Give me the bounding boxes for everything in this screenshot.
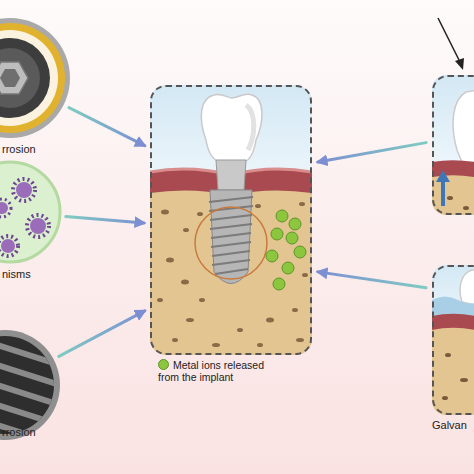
microorganism-circle: nisms	[0, 162, 60, 262]
corrosion-circle: rrosion	[0, 18, 70, 138]
legend-text: Metal ions released from the implant	[158, 359, 264, 383]
galvanic-scene	[432, 265, 474, 415]
panel-label: Galvan	[432, 419, 467, 432]
panel-label: rrosion	[2, 426, 36, 439]
screw-head-image	[0, 18, 70, 138]
flow-arrow	[318, 143, 426, 162]
force-arrow-head	[455, 58, 464, 70]
legend-row: Metal ions released from the implant	[158, 359, 284, 383]
corrosion-circle: rrosion	[0, 330, 60, 440]
flow-arrow	[59, 311, 145, 356]
flow-arrow	[69, 108, 145, 146]
thread-image	[0, 330, 60, 445]
load-panel	[432, 75, 474, 215]
flow-arrow	[66, 217, 144, 223]
force-arrow	[438, 18, 459, 60]
galvanic-panel: Galvan	[432, 265, 474, 415]
legend: Metal ions released from the implant	[158, 359, 284, 383]
flow-arrow	[318, 272, 426, 288]
panel-label: nisms	[2, 268, 31, 281]
implant-scene	[150, 85, 312, 355]
implant-panel	[150, 85, 312, 355]
microbe-image	[0, 162, 60, 262]
load-scene	[432, 75, 474, 215]
panel-label: rrosion	[2, 143, 36, 156]
legend-swatch	[158, 359, 169, 370]
